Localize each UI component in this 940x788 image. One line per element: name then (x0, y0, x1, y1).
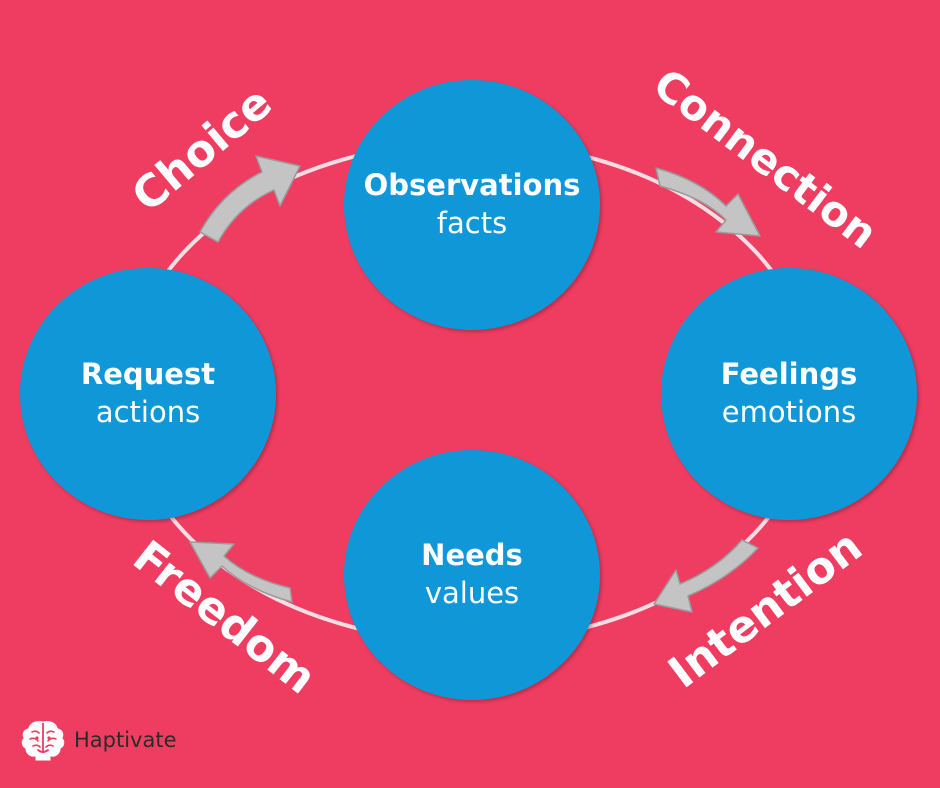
node-needs: Needs values (344, 450, 600, 700)
node-title: Observations (363, 168, 581, 202)
node-subtitle: values (424, 576, 520, 610)
brand-name: Haptivate (74, 728, 177, 752)
node-subtitle: facts (436, 206, 508, 240)
node-title: Feelings (720, 357, 858, 391)
node-request: Request actions (20, 268, 276, 520)
node-observations: Observations facts (344, 80, 600, 330)
arrow-intention (653, 539, 759, 613)
arrow-connection (655, 167, 761, 237)
node-title: Request (80, 357, 216, 391)
brain-icon (20, 720, 66, 762)
arrow-freedom (189, 541, 293, 603)
brand-logo: Haptivate (20, 717, 177, 763)
node-subtitle: actions (95, 395, 201, 429)
node-subtitle: emotions (721, 395, 857, 429)
node-title: Needs (421, 538, 523, 572)
arrow-choice (199, 155, 301, 243)
node-feelings: Feelings emotions (661, 268, 917, 520)
